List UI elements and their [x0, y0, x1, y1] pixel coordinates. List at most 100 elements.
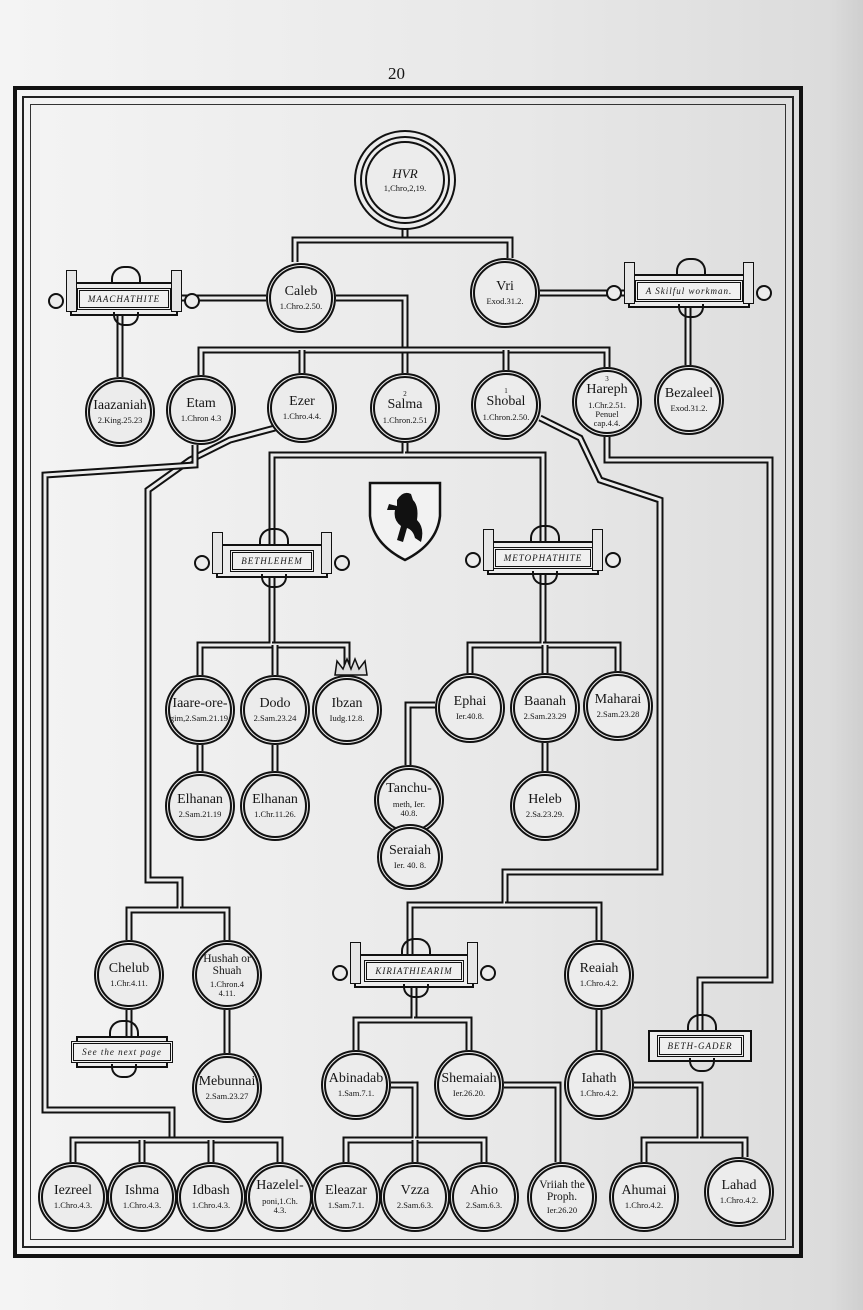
- node-ref: 2.Sam.23.29: [523, 711, 567, 722]
- knob-ornament: [332, 965, 348, 981]
- node-name: Iahath: [581, 1070, 617, 1086]
- node-name: Caleb: [284, 283, 318, 299]
- node-ref: 2.Sam.23.28: [596, 709, 640, 720]
- node-ref: 1.Chr.4.11.: [110, 978, 148, 989]
- page-number: 20: [388, 64, 405, 83]
- knob-ornament: [194, 555, 210, 571]
- node-name: Vriiah the Proph.: [539, 1178, 585, 1204]
- pillar-ornament: [66, 270, 77, 312]
- knob-ornament: [756, 285, 772, 301]
- node-name: Elhanan: [252, 791, 298, 807]
- person-node-elhanan1[interactable]: Elhanan 2.Sam.21.19: [165, 771, 235, 841]
- node-name: Shemaiah: [441, 1070, 497, 1086]
- node-ref: 1.Chro.4.2.: [579, 1088, 619, 1099]
- node-ref: 1,Chro,2,19.: [383, 182, 427, 193]
- person-node-vriiah[interactable]: Vriiah the Proph.Ier.26.20: [527, 1162, 597, 1232]
- node-name: Vri: [496, 278, 514, 294]
- node-ref: Ier.40.8.: [455, 711, 485, 722]
- connector-line: [291, 236, 514, 262]
- crest-ornament: [109, 1020, 139, 1038]
- node-name: Mebunnai: [198, 1073, 256, 1089]
- node-name: Ezer: [289, 393, 315, 409]
- connector-line: [270, 443, 407, 544]
- knob-ornament: [465, 552, 481, 568]
- node-ref: 2.Sam.21.19: [178, 809, 222, 820]
- knob-ornament: [334, 555, 350, 571]
- node-superscript: 2: [403, 390, 407, 399]
- foot-ornament: [678, 304, 704, 318]
- node-ref: 2.Sam.6.3.: [465, 1200, 503, 1211]
- node-name: Reaiah: [579, 960, 619, 976]
- connector-line: [504, 1081, 562, 1162]
- pillar-ornament: [321, 532, 332, 574]
- node-name: Elhanan: [177, 791, 223, 807]
- node-ref: 1.Chro.4.3.: [191, 1200, 231, 1211]
- node-name: Iaare-ore-: [172, 695, 228, 711]
- connector-line: [354, 988, 416, 1050]
- node-name: Ishma: [124, 1182, 160, 1198]
- person-node-iaare[interactable]: Iaare-ore-gim,2.Sam.21.19.: [165, 675, 235, 745]
- connector-line: [414, 1018, 471, 1050]
- person-node-hazelelponi[interactable]: Hazelel-poni,1.Ch. 4.3.: [245, 1162, 315, 1232]
- knob-ornament: [480, 965, 496, 981]
- cartouche-kiriathiearim: KIRIATHIEARIM: [332, 938, 496, 998]
- connector-line: [180, 908, 229, 940]
- node-ref: poni,1.Ch. 4.3.: [262, 1195, 298, 1215]
- foot-ornament: [261, 574, 287, 588]
- knob-ornament: [606, 285, 622, 301]
- node-ref: Ier.26.20.: [452, 1088, 486, 1099]
- connector-line: [198, 578, 274, 675]
- person-node-dodo[interactable]: Dodo 2.Sam.23.24: [240, 675, 310, 745]
- node-name: Dodo: [259, 695, 291, 711]
- cartouche-skilful: A Skilful workman.: [606, 258, 772, 318]
- connector-line: [406, 703, 435, 765]
- cartouche-bethlehem: BETHLEHEM: [194, 528, 350, 588]
- root-node-hur[interactable]: HVR 1,Chro,2,19.: [360, 136, 450, 224]
- person-node-iahath[interactable]: Iahath 1.Chro.4.2.: [564, 1050, 634, 1120]
- node-name: Eleazar: [325, 1182, 367, 1198]
- foot-ornament: [403, 984, 429, 998]
- node-ref: 2.Sam.23.24: [253, 713, 297, 724]
- foot-ornament: [113, 312, 139, 326]
- crest-ornament: [687, 1014, 717, 1032]
- node-ref: 1.Chro.4.2.: [624, 1200, 664, 1211]
- node-name: Shobal: [486, 394, 526, 410]
- node-name: HVR: [392, 166, 418, 182]
- connector-line: [700, 1136, 749, 1157]
- connector-line: [634, 1083, 702, 1162]
- connector-line: [405, 453, 545, 541]
- node-name: Hazelel-: [256, 1178, 304, 1194]
- node-ref: Ier.26.20: [546, 1205, 578, 1216]
- node-superscript: 3: [605, 375, 609, 384]
